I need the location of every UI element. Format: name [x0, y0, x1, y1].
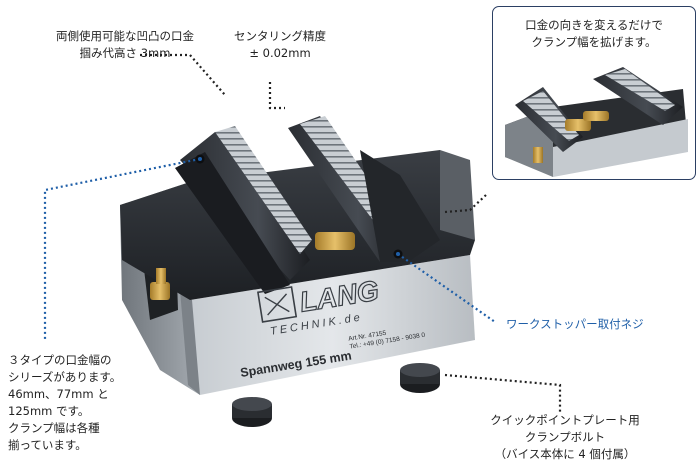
leader-lines [43, 53, 562, 412]
inset-vise-illustration [505, 67, 688, 177]
callout-quick-point: クイックポイントプレート用 クランプボルト （バイス本体に 4 個付属） [490, 413, 640, 461]
callout-jaw-series: ３タイプの口金幅の シリーズがあります。 46mm、77mm と 125mm で… [8, 353, 122, 452]
vise-front-plate [190, 255, 475, 395]
brass-spindle-left [150, 282, 170, 300]
inset-panel: 口金の向きを変えるだけで クランプ幅を拡げます。 [492, 6, 696, 180]
brass-spindle-center [315, 232, 355, 250]
inset-caption: 口金の向きを変えるだけで クランプ幅を拡げます。 [525, 18, 663, 49]
callout-work-stopper: ワークストッパー取付ネジ [506, 317, 644, 331]
callout-jaw-reversible: 両側使用可能な凹凸の口金 掴み代高さ 3mm [56, 29, 194, 60]
lang-logo-mark [257, 286, 298, 323]
left-jaw-serration [215, 126, 312, 254]
callout-centering-accuracy: センタリング精度 ± 0.02mm [234, 29, 326, 60]
